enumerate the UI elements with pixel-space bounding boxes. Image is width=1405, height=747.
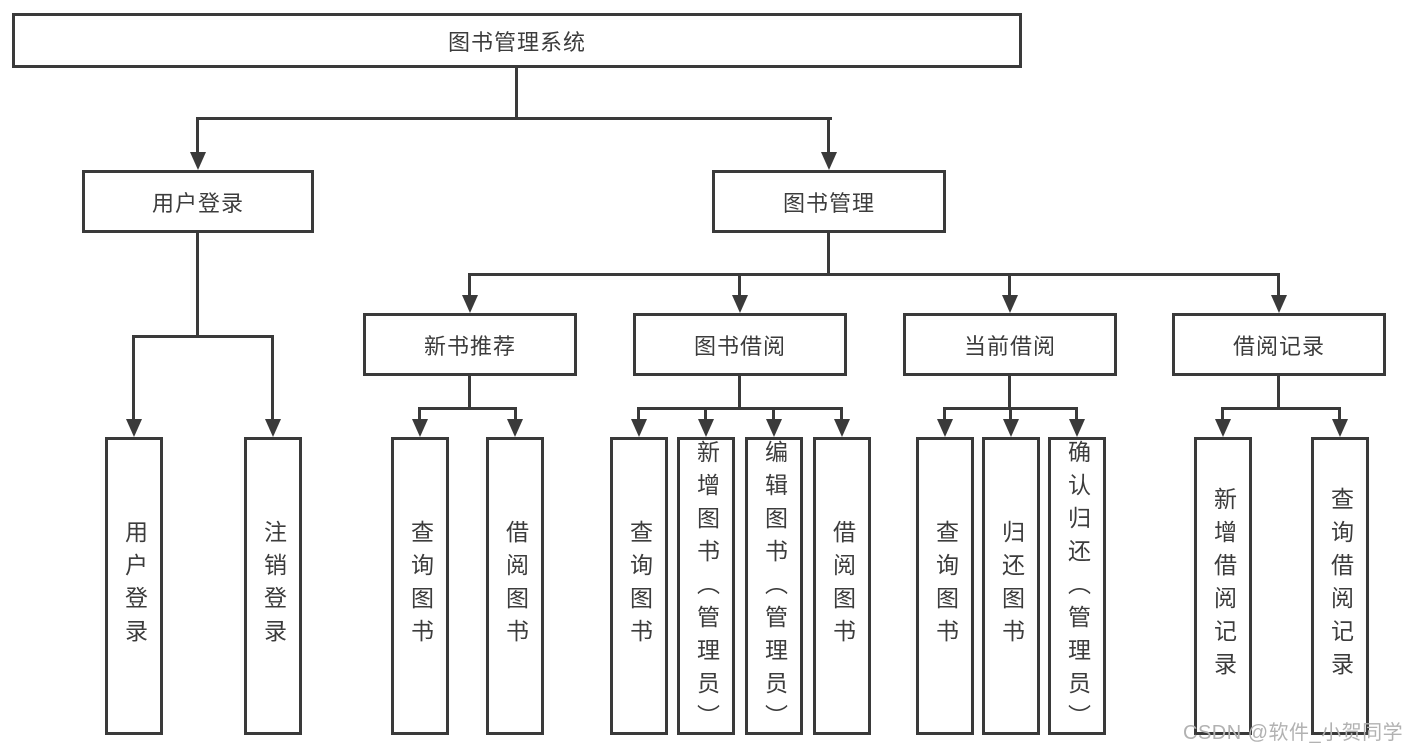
- leaf-logout: 注销登录: [244, 437, 302, 735]
- edge-line: [468, 273, 1280, 276]
- edge-line: [637, 407, 843, 410]
- node-label: 查询图书: [932, 520, 959, 652]
- edge-line: [1221, 407, 1341, 410]
- node-user-login: 用户登录: [82, 170, 314, 233]
- edge-line: [637, 407, 640, 421]
- edge-line: [827, 233, 830, 273]
- node-label: 注销登录: [260, 520, 287, 652]
- arrowhead-icon: [821, 152, 837, 170]
- node-label: 图书管理系统: [447, 29, 586, 55]
- arrowhead-icon: [1002, 295, 1018, 313]
- arrowhead-icon: [190, 152, 206, 170]
- node-label: 归还图书: [998, 520, 1025, 652]
- node-label: 查询图书: [626, 520, 653, 652]
- arrowhead-icon: [507, 419, 523, 437]
- leaf-borrow-books: 借阅图书: [813, 437, 871, 735]
- node-label: 图书借阅: [693, 333, 786, 359]
- leaf-add-books-admin: 新增图书（管理员）: [677, 437, 735, 737]
- edge-line: [1009, 407, 1012, 421]
- node-borrowing-records: 借阅记录: [1172, 313, 1386, 376]
- leaf-borrow-books-recommend: 借阅图书: [486, 437, 544, 735]
- node-label: 当前借阅: [963, 333, 1056, 359]
- edge-line: [468, 273, 471, 297]
- leaf-query-borrow-record: 查询借阅记录: [1311, 437, 1369, 735]
- arrowhead-icon: [126, 419, 142, 437]
- leaf-return-books: 归还图书: [982, 437, 1040, 735]
- arrowhead-icon: [1215, 419, 1231, 437]
- edge-line: [132, 335, 274, 338]
- arrowhead-icon: [631, 419, 647, 437]
- node-label: 确认归还（管理员）: [1064, 440, 1091, 737]
- node-label: 新增借阅记录: [1210, 487, 1237, 685]
- arrowhead-icon: [1271, 295, 1287, 313]
- node-label: 新增图书（管理员）: [693, 440, 720, 737]
- edge-line: [738, 273, 741, 297]
- edge-line: [1277, 273, 1280, 297]
- node-library-management-system: 图书管理系统: [12, 13, 1022, 68]
- csdn-watermark: CSDN @软件_小贺同学: [1183, 722, 1404, 744]
- leaf-confirm-return-admin: 确认归还（管理员）: [1048, 437, 1106, 737]
- edge-line: [132, 335, 135, 421]
- node-label: 用户登录: [151, 190, 244, 216]
- node-label: 借阅图书: [829, 520, 856, 652]
- edge-line: [1075, 407, 1078, 421]
- arrowhead-icon: [412, 419, 428, 437]
- edge-line: [514, 407, 517, 421]
- arrowhead-icon: [1003, 419, 1019, 437]
- edge-line: [738, 376, 741, 407]
- node-label: 新书推荐: [423, 333, 516, 359]
- edge-line: [1277, 376, 1280, 407]
- edge-line: [1008, 273, 1011, 297]
- node-label: 用户登录: [121, 520, 148, 652]
- arrowhead-icon: [1332, 419, 1348, 437]
- node-new-book-recommendation: 新书推荐: [363, 313, 577, 376]
- node-book-management: 图书管理: [712, 170, 946, 233]
- leaf-user-login: 用户登录: [105, 437, 163, 735]
- leaf-edit-books-admin: 编辑图书（管理员）: [745, 437, 803, 737]
- edge-line: [1221, 407, 1224, 421]
- edge-line: [1338, 407, 1341, 421]
- arrowhead-icon: [732, 295, 748, 313]
- edge-line: [196, 233, 199, 335]
- arrowhead-icon: [462, 295, 478, 313]
- edge-line: [943, 407, 946, 421]
- node-book-borrowing: 图书借阅: [633, 313, 847, 376]
- arrowhead-icon: [937, 419, 953, 437]
- node-label: 查询图书: [407, 520, 434, 652]
- arrowhead-icon: [698, 419, 714, 437]
- node-label: 借阅记录: [1232, 333, 1325, 359]
- edge-line: [515, 68, 518, 117]
- edge-line: [196, 117, 832, 120]
- edge-line: [704, 407, 707, 421]
- arrowhead-icon: [834, 419, 850, 437]
- arrowhead-icon: [766, 419, 782, 437]
- edge-line: [271, 335, 274, 421]
- node-label: 图书管理: [782, 190, 875, 216]
- node-label: 借阅图书: [502, 520, 529, 652]
- leaf-query-books-recommend: 查询图书: [391, 437, 449, 735]
- edge-line: [1008, 376, 1011, 407]
- leaf-query-books-current: 查询图书: [916, 437, 974, 735]
- edge-line: [196, 117, 199, 155]
- edge-line: [827, 117, 830, 155]
- node-label: 编辑图书（管理员）: [761, 440, 788, 737]
- node-label: 查询借阅记录: [1327, 487, 1354, 685]
- edge-line: [418, 407, 421, 421]
- edge-line: [418, 407, 517, 410]
- edge-line: [468, 376, 471, 407]
- edge-line: [772, 407, 775, 421]
- leaf-query-books-borrowing: 查询图书: [610, 437, 668, 735]
- edge-line: [840, 407, 843, 421]
- node-current-borrowing: 当前借阅: [903, 313, 1117, 376]
- leaf-add-borrow-record: 新增借阅记录: [1194, 437, 1252, 735]
- arrowhead-icon: [265, 419, 281, 437]
- arrowhead-icon: [1069, 419, 1085, 437]
